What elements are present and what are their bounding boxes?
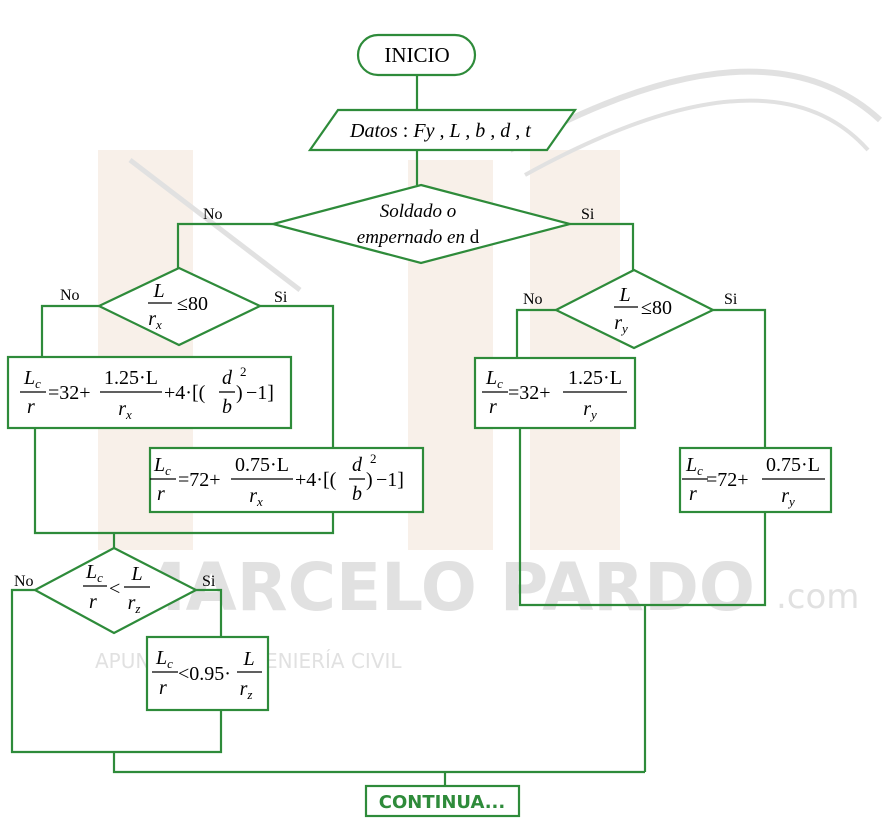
decision-x-rel: ≤80 — [177, 293, 208, 315]
decision-z-r: r — [89, 591, 97, 613]
eq-left-no-end: −1] — [246, 382, 274, 404]
decision-x-den: rx — [148, 308, 162, 332]
label-si-z: Si — [202, 573, 216, 590]
eq-left-si-den: rx — [249, 485, 263, 509]
input-vars: Fy , L , b , d , t — [412, 120, 531, 142]
eq-right-si-c1: =72+ — [706, 469, 749, 491]
eq-left-si-exp: 2 — [370, 451, 377, 466]
eq-left-no-close: ) — [236, 382, 243, 404]
eq-left-no-num: 1.25·L — [104, 367, 158, 389]
input-text: Datos : Fy , L , b , d , t — [349, 120, 531, 142]
connector-z-si — [196, 588, 223, 637]
connector-bottom-merge — [112, 752, 645, 774]
eq-z-num: L — [242, 648, 254, 670]
eq-left-no-b: b — [222, 396, 232, 418]
decision-y-num: L — [618, 284, 630, 306]
connector-main-si — [570, 222, 635, 270]
label-no-z: No — [14, 573, 34, 590]
start-label: INICIO — [384, 43, 449, 67]
label-no-main: No — [203, 206, 223, 223]
eq-z: Lc r <0.95· L rz — [145, 635, 270, 712]
decision-y: L ry ≤80 No Si — [523, 268, 738, 350]
eq-right-si-den: ry — [781, 485, 795, 509]
eq-left-si-b: b — [352, 483, 362, 505]
eq-right-no: Lc r =32+ 1.25·L ry — [473, 356, 637, 430]
eq-left-no-d: d — [222, 367, 233, 389]
eq-left-si-close: ) — [366, 469, 373, 491]
eq-right-si: Lc r =72+ 0.75·L ry — [678, 446, 833, 514]
eq-left-no-exp: 2 — [240, 364, 247, 379]
decision-main-line2: empernado en d — [357, 227, 480, 248]
watermark-brand: MARCELO PARDO — [120, 549, 755, 626]
start-node: INICIO — [356, 33, 477, 77]
eq-left-si-c1: =72+ — [178, 469, 221, 491]
eq-z-den: rz — [240, 678, 253, 702]
label-si-y: Si — [724, 291, 738, 308]
eq-left-si-lc: Lc — [153, 454, 171, 478]
eq-right-no-den: ry — [583, 398, 597, 422]
label-si-main: Si — [581, 206, 595, 223]
eq-left-no-tail: +4·[( — [164, 382, 206, 404]
eq-z-lc: Lc — [155, 647, 173, 671]
connector-x-si — [260, 304, 335, 448]
decision-main: Soldado o empernado en d No Si — [203, 183, 595, 265]
watermark-building-right — [530, 150, 620, 550]
eq-left-no: Lc r =32+ 1.25·L rx +4·[( d b ) 2 −1] — [6, 355, 293, 430]
decision-z-op: < — [109, 578, 120, 600]
eq-left-si-num: 0.75·L — [235, 454, 289, 476]
connector-x-merge — [33, 428, 335, 535]
connectors — [10, 75, 767, 786]
decision-x-num: L — [152, 280, 164, 302]
label-si-x: Si — [274, 289, 288, 306]
eq-left-no-r: r — [27, 396, 35, 418]
decision-z-num: L — [130, 563, 142, 585]
connector-y-no — [515, 308, 556, 358]
connector-x-no — [40, 304, 99, 357]
connector-y-merge — [518, 428, 767, 607]
connector-main-no — [176, 222, 273, 268]
decision-z: Lc r < L rz No Si — [14, 546, 216, 635]
eq-z-op: <0.95· — [178, 663, 231, 685]
eq-left-si-end: −1] — [376, 469, 404, 491]
connector-z-no — [10, 588, 223, 754]
decision-z-den: rz — [128, 592, 141, 616]
decision-z-lc: Lc — [85, 561, 103, 585]
eq-left-si-tail: +4·[( — [295, 469, 337, 491]
eq-left-si: Lc r =72+ 0.75·L rx +4·[( d b ) 2 −1] — [148, 446, 425, 514]
label-no-y: No — [523, 291, 543, 308]
eq-right-no-lc: Lc — [485, 367, 503, 391]
decision-y-rel: ≤80 — [641, 297, 672, 319]
watermark-suffix: .com — [776, 577, 859, 617]
input-node: Datos : Fy , L , b , d , t — [307, 108, 578, 152]
end-label: CONTINUA... — [379, 792, 505, 813]
connector-y-si — [713, 308, 767, 448]
eq-right-no-num: 1.25·L — [568, 367, 622, 389]
eq-right-si-lc: Lc — [685, 454, 703, 478]
eq-left-si-r: r — [157, 483, 165, 505]
decision-main-line1: Soldado o — [380, 201, 457, 222]
eq-right-no-r: r — [489, 396, 497, 418]
eq-left-no-den: rx — [118, 398, 132, 422]
eq-right-si-r: r — [689, 483, 697, 505]
input-prefix: Datos — [349, 120, 398, 142]
end-node: CONTINUA... — [364, 784, 521, 818]
eq-z-r: r — [159, 677, 167, 699]
decision-x: L rx ≤80 No Si — [60, 266, 288, 347]
eq-left-si-d: d — [352, 454, 363, 476]
label-no-x: No — [60, 287, 80, 304]
eq-right-si-num: 0.75·L — [766, 454, 820, 476]
watermark-crane-arc-inner — [524, 98, 870, 177]
watermark-crane-arc — [508, 68, 883, 153]
eq-left-no-c1: =32+ — [48, 382, 91, 404]
eq-left-no-lc: Lc — [23, 367, 41, 391]
eq-right-no-c1: =32+ — [508, 382, 551, 404]
decision-y-den: ry — [614, 312, 628, 336]
